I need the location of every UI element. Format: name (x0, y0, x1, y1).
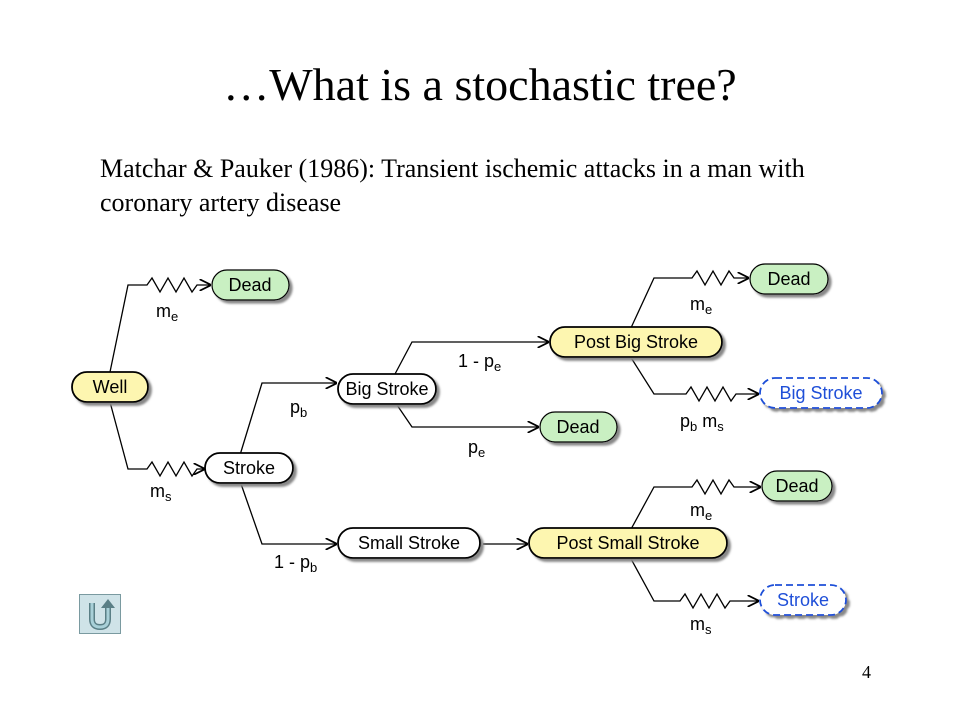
node-stroke-label: Stroke (223, 458, 275, 478)
label-post-big-loop: pb ms (680, 411, 724, 434)
edge-well-dead (109, 276, 210, 373)
node-dead-top: Dead (211, 269, 290, 301)
slide-subtitle: Matchar & Pauker (1986): Transient ische… (100, 154, 805, 217)
edge-stroke-small-stroke (239, 480, 336, 544)
node-stroke: Stroke (204, 452, 294, 484)
node-stroke-loop: Stroke (759, 584, 847, 616)
node-dead-top-right-label: Dead (767, 269, 810, 289)
label-big-post-big: 1 - pe (458, 351, 501, 374)
edge-post-small-dead (629, 478, 760, 532)
edge-big-stroke-dead (394, 401, 538, 427)
edge-well-stroke (109, 401, 204, 478)
edge-post-small-stroke-loop (629, 556, 758, 610)
label-post-small-loop: ms (690, 614, 712, 637)
edge-post-big-dead (629, 269, 748, 331)
node-post-small-stroke: Post Small Stroke (528, 527, 728, 559)
label-well-stroke: ms (150, 481, 172, 504)
node-post-big-stroke-label: Post Big Stroke (574, 332, 698, 352)
edge-big-stroke-post-big (394, 342, 548, 375)
node-dead-top-right: Dead (749, 263, 829, 295)
label-well-dead: me (156, 301, 178, 324)
slide-title: …What is a stochastic tree? (223, 59, 737, 110)
node-big-stroke-label: Big Stroke (345, 379, 428, 399)
node-small-stroke-label: Small Stroke (358, 533, 460, 553)
node-small-stroke: Small Stroke (337, 527, 481, 559)
node-big-stroke-loop: Big Stroke (759, 377, 883, 409)
node-dead-middle-label: Dead (556, 417, 599, 437)
label-post-big-dead: me (690, 294, 712, 317)
node-stroke-loop-label: Stroke (777, 590, 829, 610)
back-button[interactable] (79, 594, 121, 634)
node-post-big-stroke: Post Big Stroke (549, 326, 723, 358)
edges (109, 269, 760, 610)
node-well-label: Well (93, 377, 128, 397)
u-turn-back-icon (89, 599, 115, 631)
node-well: Well (71, 371, 149, 403)
edge-post-big-big-loop (629, 355, 758, 403)
edge-stroke-big-stroke (239, 383, 336, 456)
node-post-small-stroke-label: Post Small Stroke (556, 533, 699, 553)
node-big-stroke: Big Stroke (337, 373, 437, 405)
node-dead-top-label: Dead (228, 275, 271, 295)
label-post-small-dead: me (690, 500, 712, 523)
node-big-stroke-loop-label: Big Stroke (779, 383, 862, 403)
label-big-dead: pe (468, 437, 485, 460)
node-dead-lower-right: Dead (761, 470, 833, 502)
label-stroke-small: 1 - pb (274, 552, 317, 575)
node-dead-middle: Dead (539, 411, 618, 443)
page-number: 4 (862, 662, 871, 682)
label-stroke-big: pb (290, 397, 307, 420)
node-dead-lower-right-label: Dead (775, 476, 818, 496)
